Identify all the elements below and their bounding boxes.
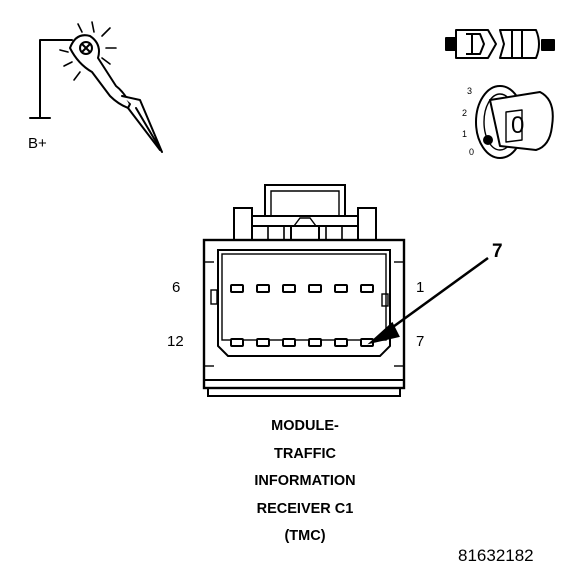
ignition-selected-position: 0 xyxy=(511,112,525,139)
pin-label-7: 7 xyxy=(416,333,425,350)
ignition-position-3: 3 xyxy=(467,86,473,96)
caption-line-2: TRAFFIC xyxy=(273,445,336,462)
ignition-position-1: 1 xyxy=(462,129,468,139)
pin-label-12: 12 xyxy=(167,333,184,350)
callout-number: 7 xyxy=(492,241,503,262)
caption-line-4: RECEIVER C1 xyxy=(256,500,354,517)
caption-line-1: MODULE- xyxy=(271,418,339,434)
pin-cavities xyxy=(230,284,374,347)
pin-cavity xyxy=(360,284,374,293)
pin-cavity xyxy=(256,284,270,293)
pin-cavity xyxy=(334,284,348,293)
connector-disconnect-icon xyxy=(445,29,555,59)
pin-label-6: 6 xyxy=(172,279,181,296)
pin-label-1: 1 xyxy=(416,279,425,296)
pin-cavity xyxy=(230,284,244,293)
pin-cavity xyxy=(334,338,348,347)
pin-cavity xyxy=(282,284,296,293)
ignition-position-2: 2 xyxy=(462,108,468,118)
figure-number: 81632182 xyxy=(458,546,534,565)
b-plus-label: B+ xyxy=(28,135,47,152)
callout-arrow xyxy=(367,256,489,345)
pin-cavity xyxy=(256,338,270,347)
pin-cavity xyxy=(308,338,322,347)
pin-cavity xyxy=(282,338,296,347)
ignition-position-0: 0 xyxy=(469,147,475,157)
caption-line-5: (TMC) xyxy=(284,528,326,544)
caption-line-3: INFORMATION xyxy=(254,473,356,489)
connector-caption: MODULE- TRAFFIC INFORMATION RECEIVER C1 … xyxy=(205,413,405,551)
pin-cavity xyxy=(308,284,322,293)
ignition-key-icon xyxy=(475,85,554,159)
pin-cavity xyxy=(230,338,244,347)
connector-c1 xyxy=(202,184,406,397)
test-light-icon xyxy=(29,21,163,153)
